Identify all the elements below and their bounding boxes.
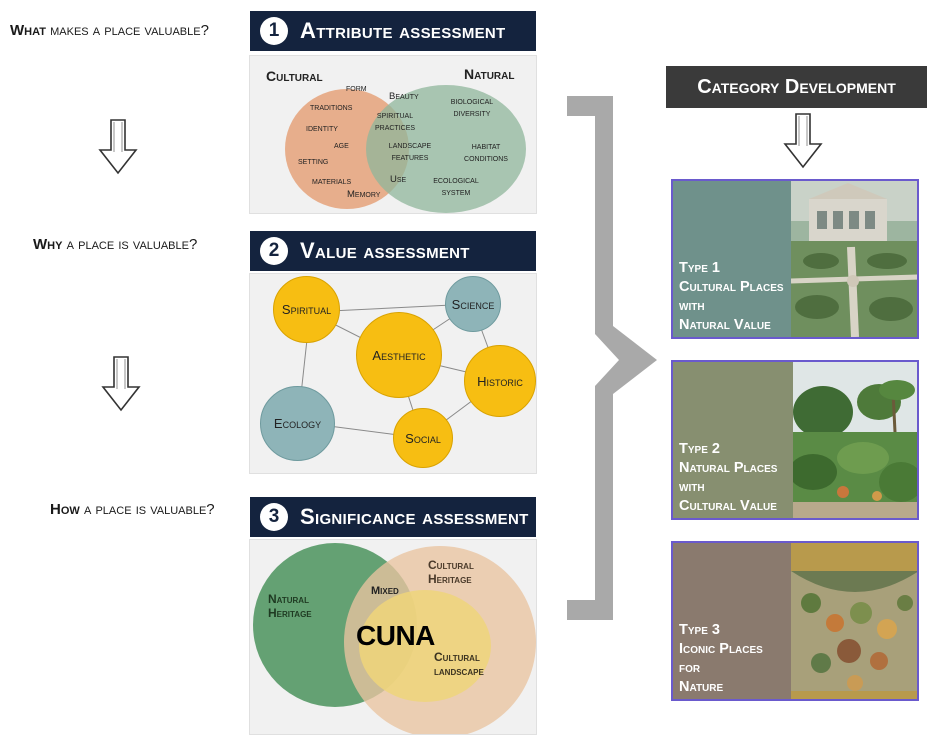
attribute-assessment-header: 1 Attribute assessment — [250, 11, 536, 51]
attribute-venn-diagram — [285, 85, 526, 213]
attribute-form: form — [346, 83, 367, 94]
category-type-1-card: Type 1 Cultural Places with Natural Valu… — [671, 179, 919, 339]
natural-heritage-label: Natural Heritage — [268, 592, 312, 620]
type-3-text: Type 3 Iconic Places for Nature — [673, 543, 793, 699]
attribute-identity: identity — [306, 123, 338, 134]
value-assessment-title: Value assessment — [300, 238, 470, 263]
cultural-heritage-label: Cultural Heritage — [428, 558, 474, 586]
value-assessment-header: 2 Value assessment — [250, 231, 536, 271]
category-type-3-card: Type 3 Iconic Places for Nature — [671, 541, 919, 701]
attribute-beauty: Beauty — [389, 91, 419, 102]
attribute-habitat-conditions: habitat conditions — [464, 141, 508, 164]
value-node-historic: Historic — [464, 345, 536, 417]
value-node-science: Science — [445, 276, 501, 332]
category-development-header: Category Development — [666, 66, 927, 108]
significance-venn-diagram — [253, 543, 536, 734]
step-number-2: 2 — [260, 237, 288, 265]
mixed-label: Mixed — [371, 585, 399, 597]
value-node-spiritual: Spiritual — [273, 276, 340, 343]
attribute-ecological-system: ecological system — [433, 175, 479, 198]
step-number-1: 1 — [260, 17, 288, 45]
attribute-spiritual-practices: spiritual practices — [374, 110, 416, 133]
natural-circle — [366, 85, 526, 213]
cultural-label: Cultural — [266, 68, 323, 84]
attribute-use: Use — [390, 174, 407, 185]
type-2-text: Type 2 Natural Places with Cultural Valu… — [673, 362, 793, 518]
attribute-materials: materials — [312, 176, 352, 187]
question-how: How a place is valuable? — [50, 501, 215, 518]
type-3-fresco-photo — [791, 543, 917, 699]
cultural-landscape-label: Cultural landscape — [434, 650, 484, 678]
significance-assessment-header: 3 Significance assessment — [250, 497, 536, 537]
value-network-panel: Spiritual Science Aesthetic Historic Eco… — [249, 273, 537, 474]
down-arrow-icon — [98, 119, 138, 175]
attribute-biological-diversity: biological diversity — [450, 96, 494, 119]
value-node-ecology: Ecology — [260, 386, 335, 461]
type-2-botanical-photo — [793, 362, 917, 518]
convergence-bracket-arrow — [567, 96, 657, 620]
value-node-social: Social — [393, 408, 453, 468]
value-node-aesthetic: Aesthetic — [356, 312, 442, 398]
attribute-memory: Memory — [347, 189, 381, 200]
attribute-traditions: traditions — [310, 102, 353, 113]
category-type-2-card: Type 2 Natural Places with Cultural Valu… — [671, 360, 919, 520]
attribute-assessment-title: Attribute assessment — [300, 18, 506, 43]
down-arrow-icon — [783, 113, 823, 169]
type-1-text: Type 1 Cultural Places with Natural Valu… — [673, 181, 793, 337]
significance-venn-panel: Natural Heritage Cultural Heritage Mixed… — [249, 539, 537, 735]
attribute-landscape-features: landscape features — [388, 140, 432, 163]
step-number-3: 3 — [260, 503, 288, 531]
question-why: Why a place is valuable? — [33, 236, 198, 253]
down-arrow-icon — [101, 356, 141, 412]
attribute-venn-panel: Cultural Natural form traditions identit… — [249, 55, 537, 214]
cultural-landscape-circle — [359, 590, 491, 702]
attribute-age: age — [334, 140, 349, 151]
attribute-setting: setting — [298, 156, 329, 167]
natural-label: Natural — [464, 66, 515, 82]
cuna-label: CUNA — [356, 620, 435, 651]
significance-assessment-title: Significance assessment — [300, 504, 529, 529]
question-what: What makes a place valuable? — [10, 22, 209, 39]
type-1-garden-photo — [791, 181, 917, 337]
